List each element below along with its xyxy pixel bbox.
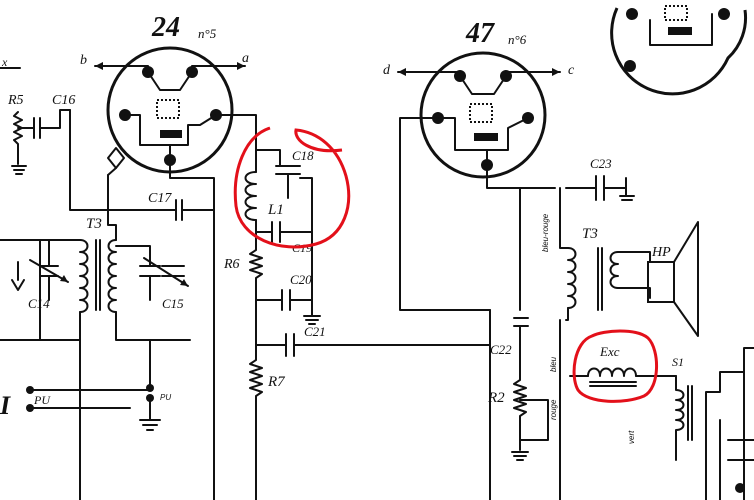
label-s1: S1 [672, 355, 684, 369]
resistor-r2 [513, 344, 527, 451]
resistor-r5 [13, 111, 23, 165]
label-t3-left: T3 [86, 216, 102, 232]
capacitor-c16 [17, 109, 71, 139]
label-r5: R5 [7, 93, 24, 108]
label-c20: C20 [290, 272, 312, 287]
label-exc: Exc [599, 344, 620, 359]
label-b: b [80, 53, 87, 68]
label-edge: I [0, 391, 11, 420]
label-hp: HP [651, 245, 671, 260]
label-pu: PU [33, 393, 51, 407]
loudspeaker-hp [647, 221, 699, 337]
label-x: x [1, 55, 8, 69]
capacitor-c19 [255, 221, 313, 243]
tube-24-label: 24 n°5 [151, 12, 217, 43]
highlight-circle-l1 [233, 126, 351, 249]
label-r7: R7 [267, 374, 286, 390]
resistor-r7 [249, 344, 263, 500]
wire-label-2: bleu [549, 356, 558, 372]
label-r2: R2 [487, 390, 505, 406]
label-r6: R6 [223, 257, 240, 272]
resistor-r6 [249, 244, 263, 346]
label-a: a [242, 51, 249, 66]
label-c15: C15 [162, 296, 184, 311]
label-c22: C22 [490, 342, 512, 357]
tube-partial [610, 5, 748, 96]
label-c14: C14 [28, 296, 50, 311]
label-c18: C18 [292, 148, 314, 163]
tube-47-number: 47 [465, 18, 495, 49]
tube-47-suffix: n°6 [508, 32, 527, 47]
capacitor-c17 [107, 199, 215, 221]
tube-24-number: 24 [151, 12, 180, 43]
excitation-coil [569, 367, 677, 387]
label-c21: C21 [304, 324, 326, 339]
label-pu-right: PU [160, 393, 171, 402]
tube-24-suffix: n°5 [198, 26, 217, 41]
wire-label-4: vert [627, 430, 636, 444]
capacitor-c15 [115, 245, 189, 301]
transformer-t3-right [567, 247, 619, 311]
capacitor-c14 [11, 239, 69, 301]
label-c16: C16 [52, 93, 75, 108]
label-t3-right: T3 [582, 226, 598, 242]
choke-s1 [675, 375, 693, 461]
transformer-t3-left [79, 239, 117, 313]
label-c23: C23 [590, 156, 612, 171]
label-c: c [568, 63, 575, 78]
highlight-circle-exc [572, 329, 659, 403]
wire-label-1: bleu-rouge [541, 213, 550, 252]
wire-label-3: rouge [549, 399, 558, 420]
capacitor-c18 [255, 149, 301, 199]
label-l1: L1 [267, 202, 284, 218]
capacitor-c22 [513, 187, 529, 346]
tube-47-label: 47 n°6 [465, 18, 527, 49]
label-c17: C17 [148, 191, 172, 206]
capacitor-c21 [255, 333, 491, 357]
capacitor-c23 [565, 175, 635, 201]
capacitor-c20 [255, 289, 321, 325]
label-d: d [383, 63, 391, 78]
